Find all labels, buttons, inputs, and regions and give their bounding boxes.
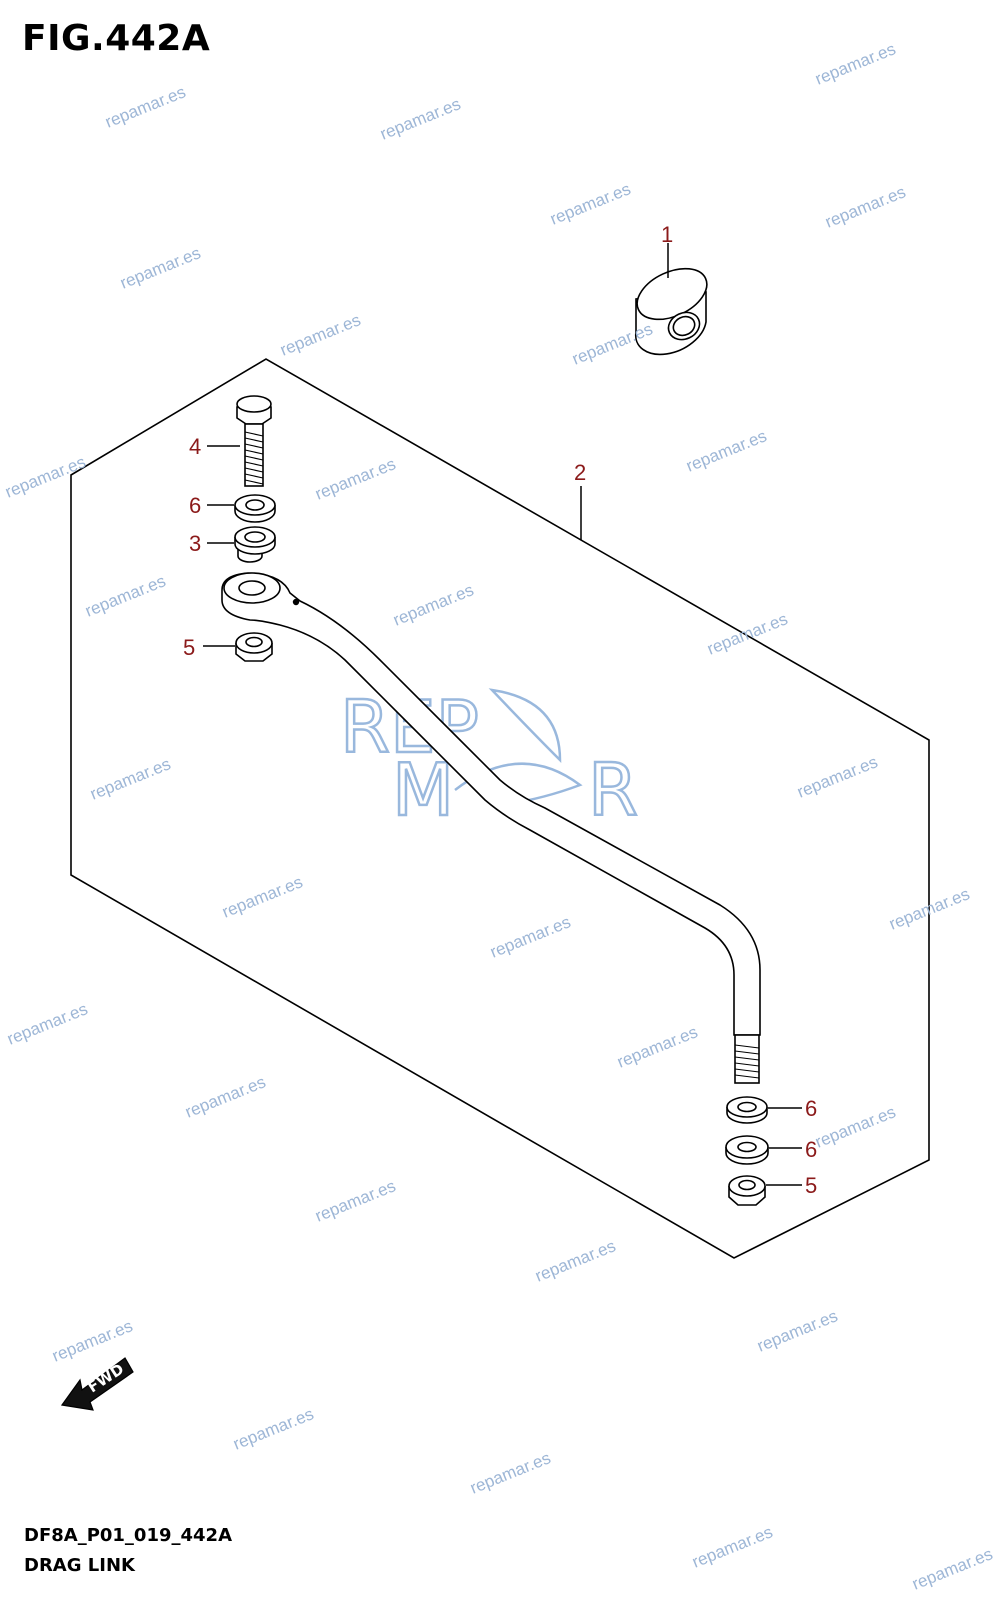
watermark-text: repamar.es (182, 1072, 268, 1121)
part-5-nut-upper (235, 632, 273, 662)
watermark-text: repamar.es (49, 1316, 135, 1365)
watermark-text: repamar.es (689, 1522, 775, 1571)
callout-5-upper: 5 (183, 635, 195, 660)
watermark-layer: repamar.es repamar.es repamar.es repamar… (2, 39, 995, 1593)
watermark-text: repamar.es (82, 571, 168, 620)
watermark-text: repamar.es (277, 310, 363, 359)
callout-1: 1 (661, 222, 673, 247)
watermark-text: repamar.es (812, 39, 898, 88)
watermark-text: repamar.es (547, 179, 633, 228)
figure-code: DF8A_P01_019_442A (24, 1525, 233, 1546)
callout-6-lower-2: 6 (805, 1137, 817, 1162)
watermark-text: repamar.es (230, 1404, 316, 1453)
part-6-washer-lower-2 (725, 1135, 769, 1165)
watermark-text: repamar.es (4, 999, 90, 1048)
watermark-text: repamar.es (467, 1448, 553, 1497)
watermark-text: repamar.es (117, 243, 203, 292)
part-6-washer-upper (234, 494, 276, 523)
watermark-text: repamar.es (909, 1544, 995, 1593)
part-2-drag-link (221, 572, 761, 1084)
watermark-text: repamar.es (532, 1236, 618, 1285)
watermark-text: repamar.es (2, 452, 88, 501)
callout-2: 2 (574, 460, 586, 485)
watermark-text: repamar.es (683, 426, 769, 475)
watermark-text: repamar.es (87, 754, 173, 803)
watermark-text: repamar.es (312, 1176, 398, 1225)
watermark-text: repamar.es (487, 912, 573, 961)
callout-6-upper: 6 (189, 493, 201, 518)
figure-name: DRAG LINK (24, 1555, 135, 1576)
logo-text-line3: R (588, 748, 638, 832)
part-3-bushing (234, 526, 276, 563)
callout-6-lower-1: 6 (805, 1096, 817, 1121)
watermark-text: repamar.es (812, 1102, 898, 1151)
callout-5-lower: 5 (805, 1173, 817, 1198)
watermark-text: repamar.es (794, 752, 880, 801)
repamar-logo-watermark: REP M R (339, 684, 640, 834)
watermark-text: repamar.es (102, 82, 188, 131)
watermark-text: repamar.es (219, 872, 305, 921)
part-1-cap-nut (634, 267, 708, 356)
callout-3: 3 (189, 531, 201, 556)
watermark-text: repamar.es (754, 1306, 840, 1355)
figure-title: FIG.442A (22, 18, 211, 59)
watermark-text: repamar.es (822, 182, 908, 231)
watermark-text: repamar.es (377, 94, 463, 143)
kit-box-outline (70, 358, 930, 1259)
fwd-arrow-icon: FWD (60, 1357, 134, 1411)
part-6-washer-lower-1 (726, 1096, 768, 1124)
part-5-nut-lower (728, 1175, 766, 1206)
watermark-text: repamar.es (704, 609, 790, 658)
part-4-bolt (236, 395, 272, 487)
watermark-text: repamar.es (614, 1022, 700, 1071)
logo-text-line2: M (392, 748, 454, 832)
watermark-text: repamar.es (390, 580, 476, 629)
watermark-text: repamar.es (312, 454, 398, 503)
callout-4: 4 (189, 434, 201, 459)
